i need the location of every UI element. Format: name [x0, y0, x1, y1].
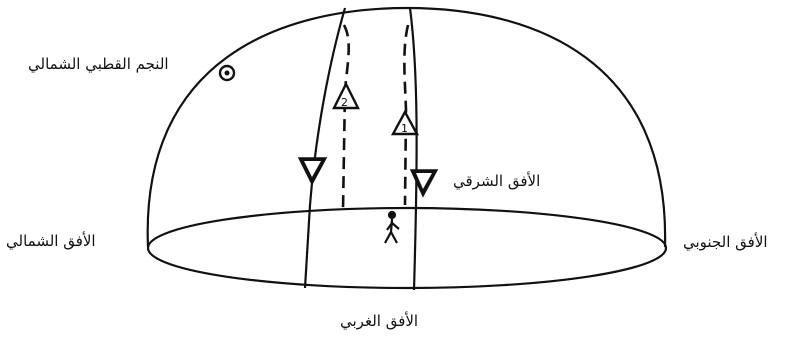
- arrow-down-right: [411, 170, 437, 196]
- svg-text:1: 1: [401, 122, 408, 135]
- star-path-1-dashed: [343, 25, 349, 210]
- star-path-2-solid: [410, 8, 417, 290]
- star-path-1-solid: [305, 8, 345, 288]
- east-horizon-label: الأفق الشرقي: [453, 172, 540, 190]
- south-horizon-label: الأفق الجنوبي: [683, 233, 768, 251]
- arrow-down-left: [299, 158, 326, 184]
- svg-text:2: 2: [341, 96, 348, 109]
- arrow-up-right: 1: [393, 112, 417, 135]
- west-horizon-label: الأفق الغربي: [340, 312, 418, 330]
- observer-figure: [385, 212, 399, 243]
- north-star-label: النجم القطبي الشمالي: [28, 55, 169, 73]
- horizon-ellipse: [148, 208, 666, 288]
- north-horizon-label: الأفق الشمالي: [6, 232, 96, 250]
- north-star-symbol: [220, 66, 234, 80]
- arrow-up-left: 2: [334, 84, 358, 109]
